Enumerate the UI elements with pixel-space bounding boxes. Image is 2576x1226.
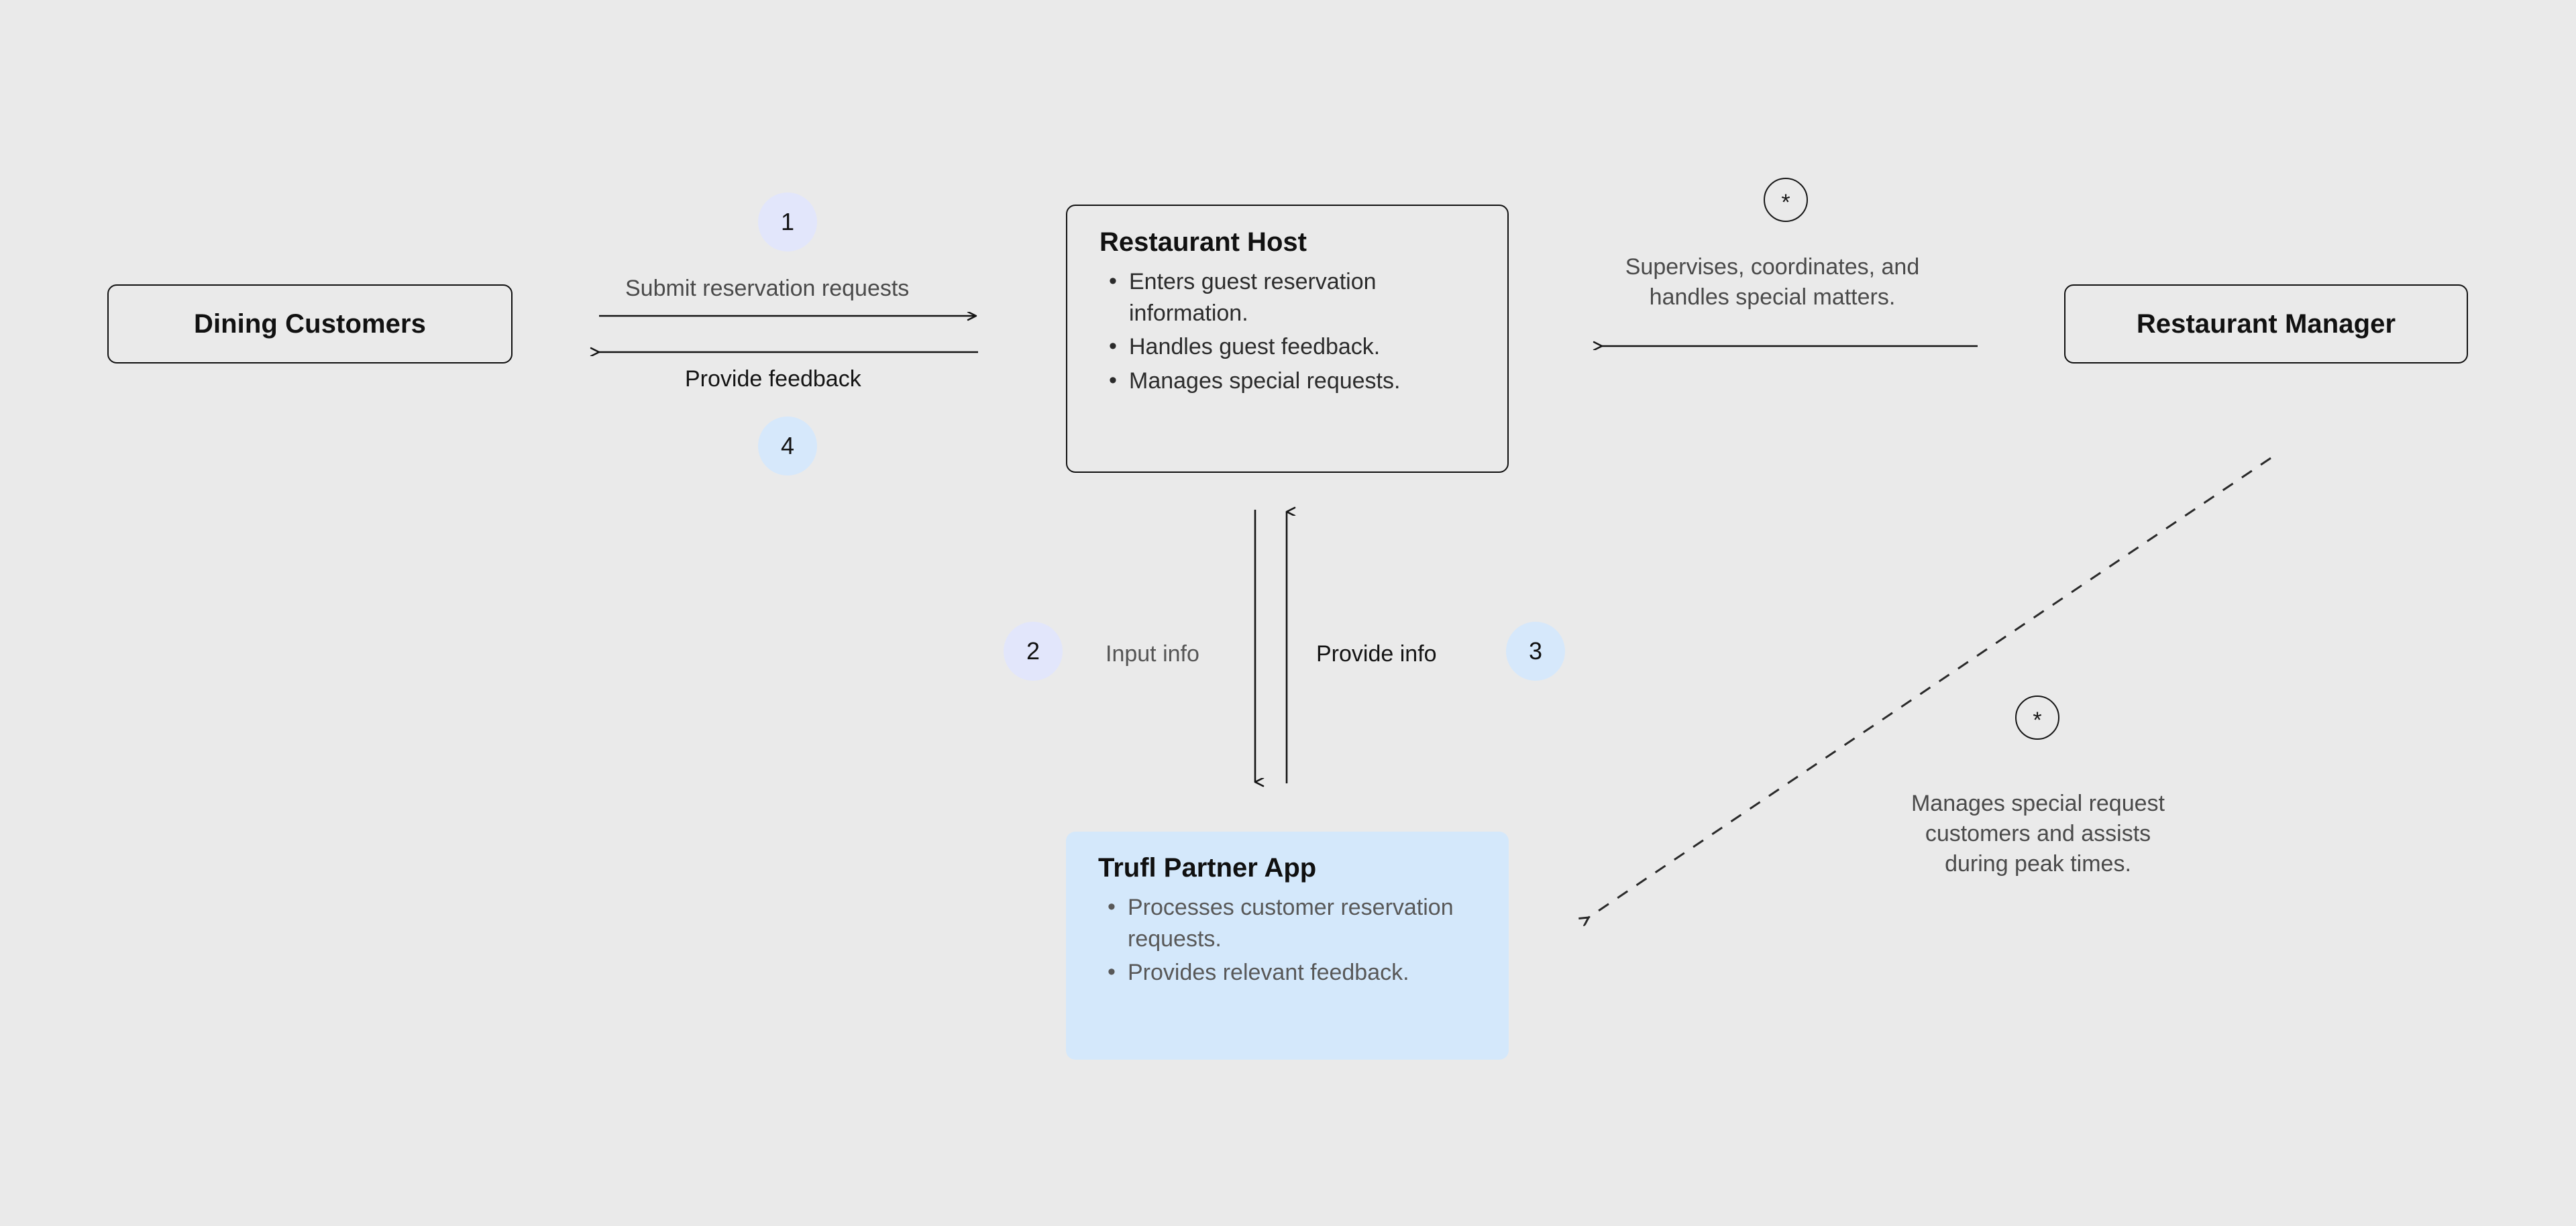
node-trufl-partner-app[interactable]: Trufl Partner App Processes customer res… [1066,832,1509,1060]
step-badge-3[interactable]: 3 [1506,622,1565,681]
label-manages-special-line-2: customers and assists [1925,821,2151,847]
label-supervises-line-1: Supervises, coordinates, and [1625,254,1920,280]
label-submit-reservation-requests: Submit reservation requests [625,276,910,301]
step-badge-1-label: 1 [780,208,795,235]
label-input-info: Input info [1106,641,1199,667]
restaurant-manager-title: Restaurant Manager [2136,309,2396,339]
list-item: Processes customer reservation requests. [1108,891,1482,954]
asterisk-top-label: * [1781,190,1790,215]
step-badge-2-label: 2 [1026,637,1040,665]
step-badge-2[interactable]: 2 [1004,622,1063,681]
dining-customers-title: Dining Customers [193,309,427,339]
label-provide-feedback: Provide feedback [685,366,861,392]
label-supervises-coordinates: Supervises, coordinates, and handles spe… [1598,252,1947,313]
label-supervises-line-2: handles special matters. [1649,284,1896,311]
label-provide-info: Provide info [1316,641,1437,667]
node-dining-customers[interactable]: Dining Customers [107,284,513,364]
trufl-partner-app-bullet-list: Processes customer reservation requests.… [1098,891,1482,989]
step-badge-1[interactable]: 1 [758,192,817,252]
asterisk-bottom-label: * [2033,708,2042,733]
list-item: Enters guest reservation information. [1109,266,1481,329]
list-item: Provides relevant feedback. [1108,956,1482,989]
asterisk-icon-special-requests: * [2015,695,2059,740]
node-restaurant-manager[interactable]: Restaurant Manager [2064,284,2468,364]
label-manages-special-line-1: Manages special request [1911,791,2165,816]
label-manages-special-line-3: during peak times. [1945,851,2131,877]
step-badge-4-label: 4 [780,432,795,459]
asterisk-icon-supervises: * [1764,178,1808,222]
list-item: Manages special requests. [1109,365,1481,397]
trufl-partner-app-title: Trufl Partner App [1098,853,1317,883]
step-badge-3-label: 3 [1528,637,1543,665]
node-restaurant-host[interactable]: Restaurant Host Enters guest reservation… [1066,205,1509,473]
step-badge-4[interactable]: 4 [758,416,817,476]
list-item: Handles guest feedback. [1109,331,1481,363]
restaurant-host-bullet-list: Enters guest reservation information. Ha… [1099,266,1481,396]
restaurant-host-title: Restaurant Host [1099,227,1307,257]
label-manages-special-request: Manages special request customers and as… [1865,789,2211,880]
